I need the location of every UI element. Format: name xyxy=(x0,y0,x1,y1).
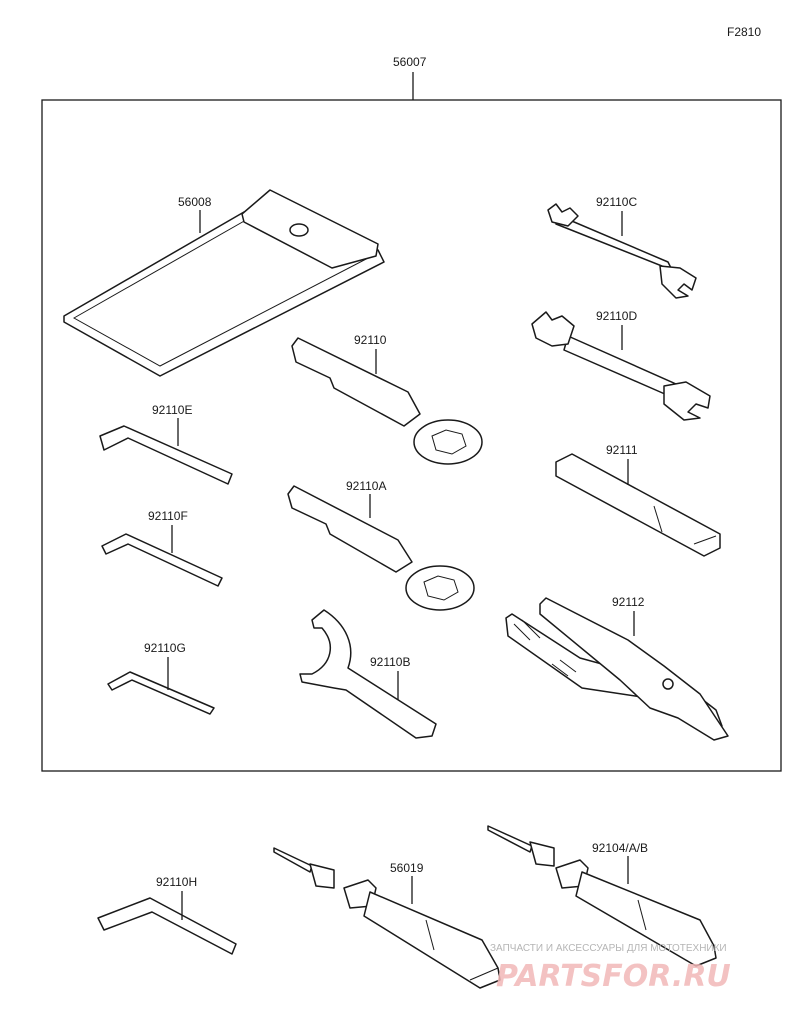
label-hex-h[interactable]: 92110H xyxy=(156,875,197,889)
tube-2-drawing xyxy=(487,825,717,967)
label-wrench-c[interactable]: 92110C xyxy=(596,195,637,209)
hex-h-drawing xyxy=(97,897,237,955)
label-hex-g[interactable]: 92110G xyxy=(144,641,186,655)
ring-wrench-drawing xyxy=(291,337,483,465)
label-pliers[interactable]: 92112 xyxy=(612,595,645,609)
label-case[interactable]: 56008 xyxy=(178,195,212,209)
label-hex-f[interactable]: 92110F xyxy=(148,509,188,523)
tube-1-drawing xyxy=(273,847,501,989)
label-tube-2[interactable]: 92104/A/B xyxy=(592,841,648,855)
diagram-id: F2810 xyxy=(727,25,761,39)
handle-drawing xyxy=(555,453,721,557)
ring-wrench-a-drawing xyxy=(287,485,475,611)
label-tube-1[interactable]: 56019 xyxy=(390,861,424,875)
watermark-logo: PARTSFOR.RU xyxy=(496,959,731,994)
label-spanner-b[interactable]: 92110B xyxy=(370,655,410,669)
label-hex-e[interactable]: 92110E xyxy=(152,403,192,417)
hex-g-drawing xyxy=(107,671,215,715)
label-ring-wrench-a[interactable]: 92110A xyxy=(346,479,386,493)
label-kit[interactable]: 56007 xyxy=(393,55,427,69)
label-wrench-d[interactable]: 92110D xyxy=(596,309,637,323)
pliers-drawing xyxy=(505,597,729,741)
hex-f-drawing xyxy=(101,533,223,587)
wrench-d-drawing xyxy=(531,311,711,421)
kit-frame xyxy=(41,99,782,772)
label-handle[interactable]: 92111 xyxy=(606,443,638,457)
label-ring-wrench[interactable]: 92110 xyxy=(354,333,387,347)
tool-case-drawing xyxy=(63,189,385,377)
spanner-b-drawing xyxy=(299,609,437,739)
hex-e-drawing xyxy=(99,425,233,485)
watermark-caption: ЗАПЧАСТИ И АКСЕССУАРЫ ДЛЯ МОТОТЕХНИКИ xyxy=(490,943,727,954)
wrench-c-drawing xyxy=(547,203,697,299)
